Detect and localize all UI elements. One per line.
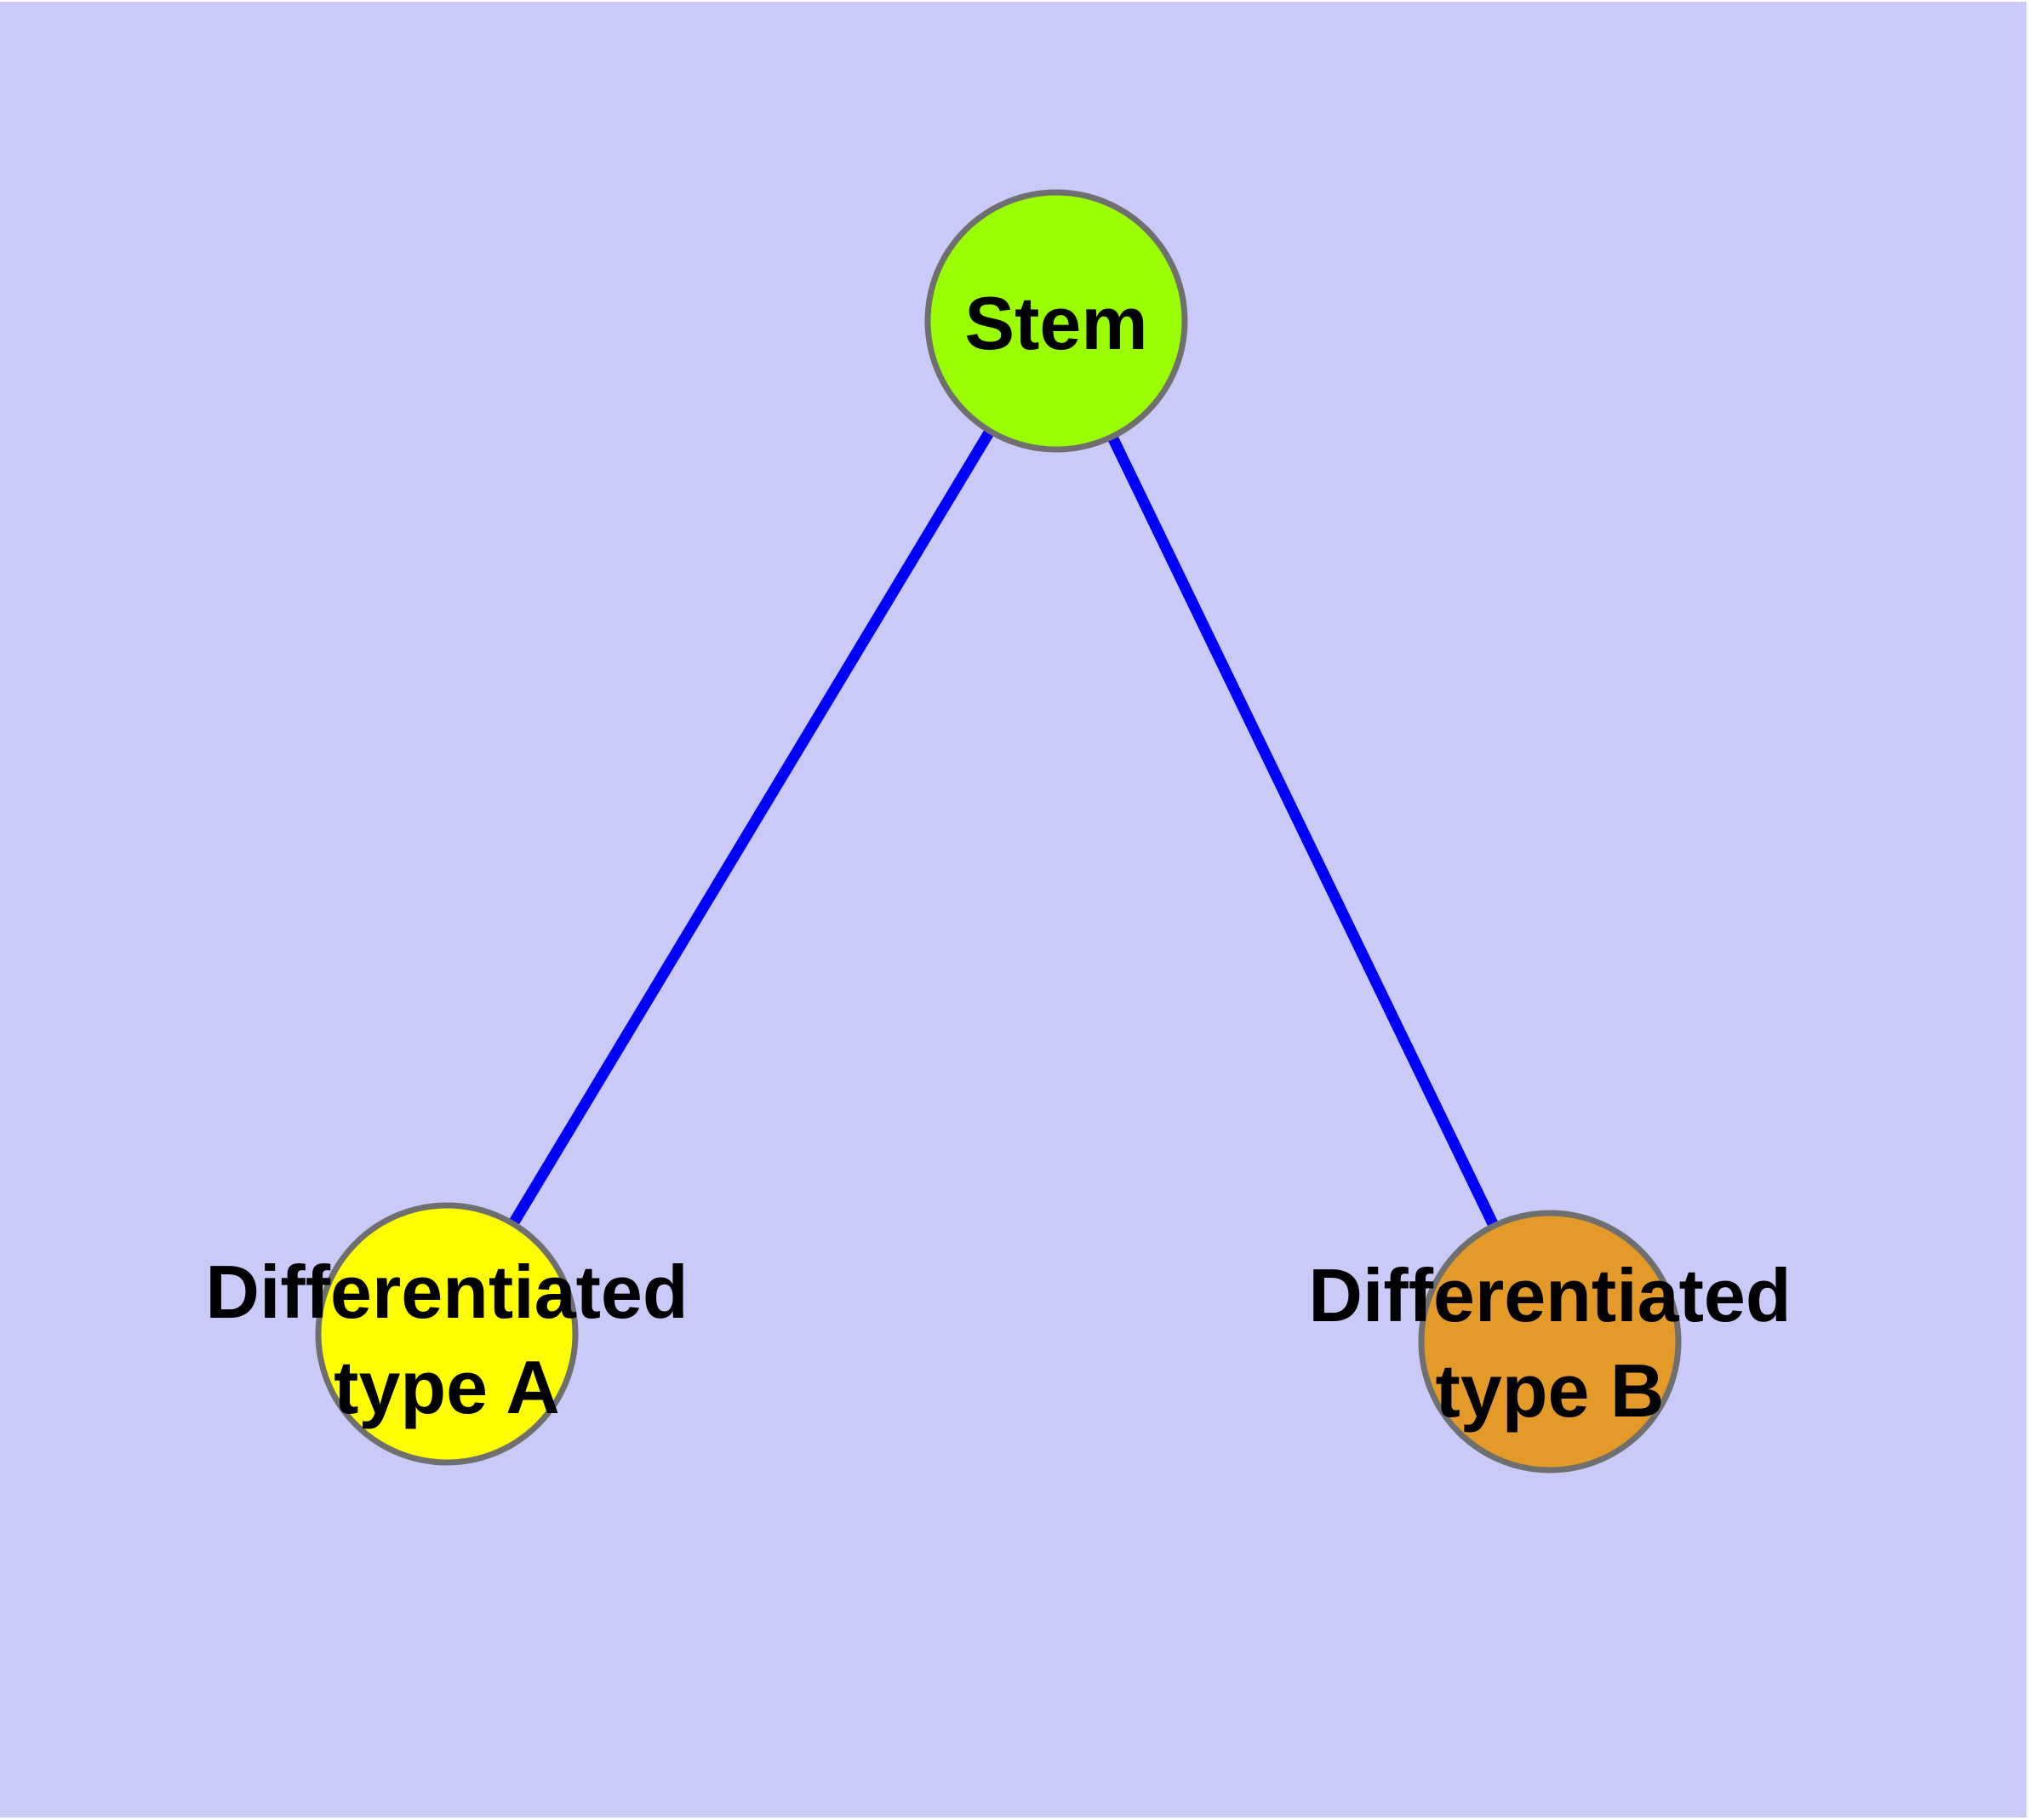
node-type-b-label-line1: Differentiated	[1308, 1253, 1791, 1337]
edge-stem-to-type-a	[442, 318, 1061, 1337]
edge-stem-to-type-b	[1051, 318, 1555, 1344]
node-type-b-label-line2: type B	[1436, 1348, 1665, 1433]
node-differentiated-type-a	[315, 1202, 579, 1466]
node-differentiated-type-b	[1418, 1210, 1682, 1474]
node-type-a-label-line2: type A	[334, 1345, 560, 1429]
node-stem-label: Stem	[964, 281, 1147, 365]
node-type-a-label-line1: Differentiated	[205, 1250, 688, 1334]
node-stem	[924, 189, 1188, 453]
